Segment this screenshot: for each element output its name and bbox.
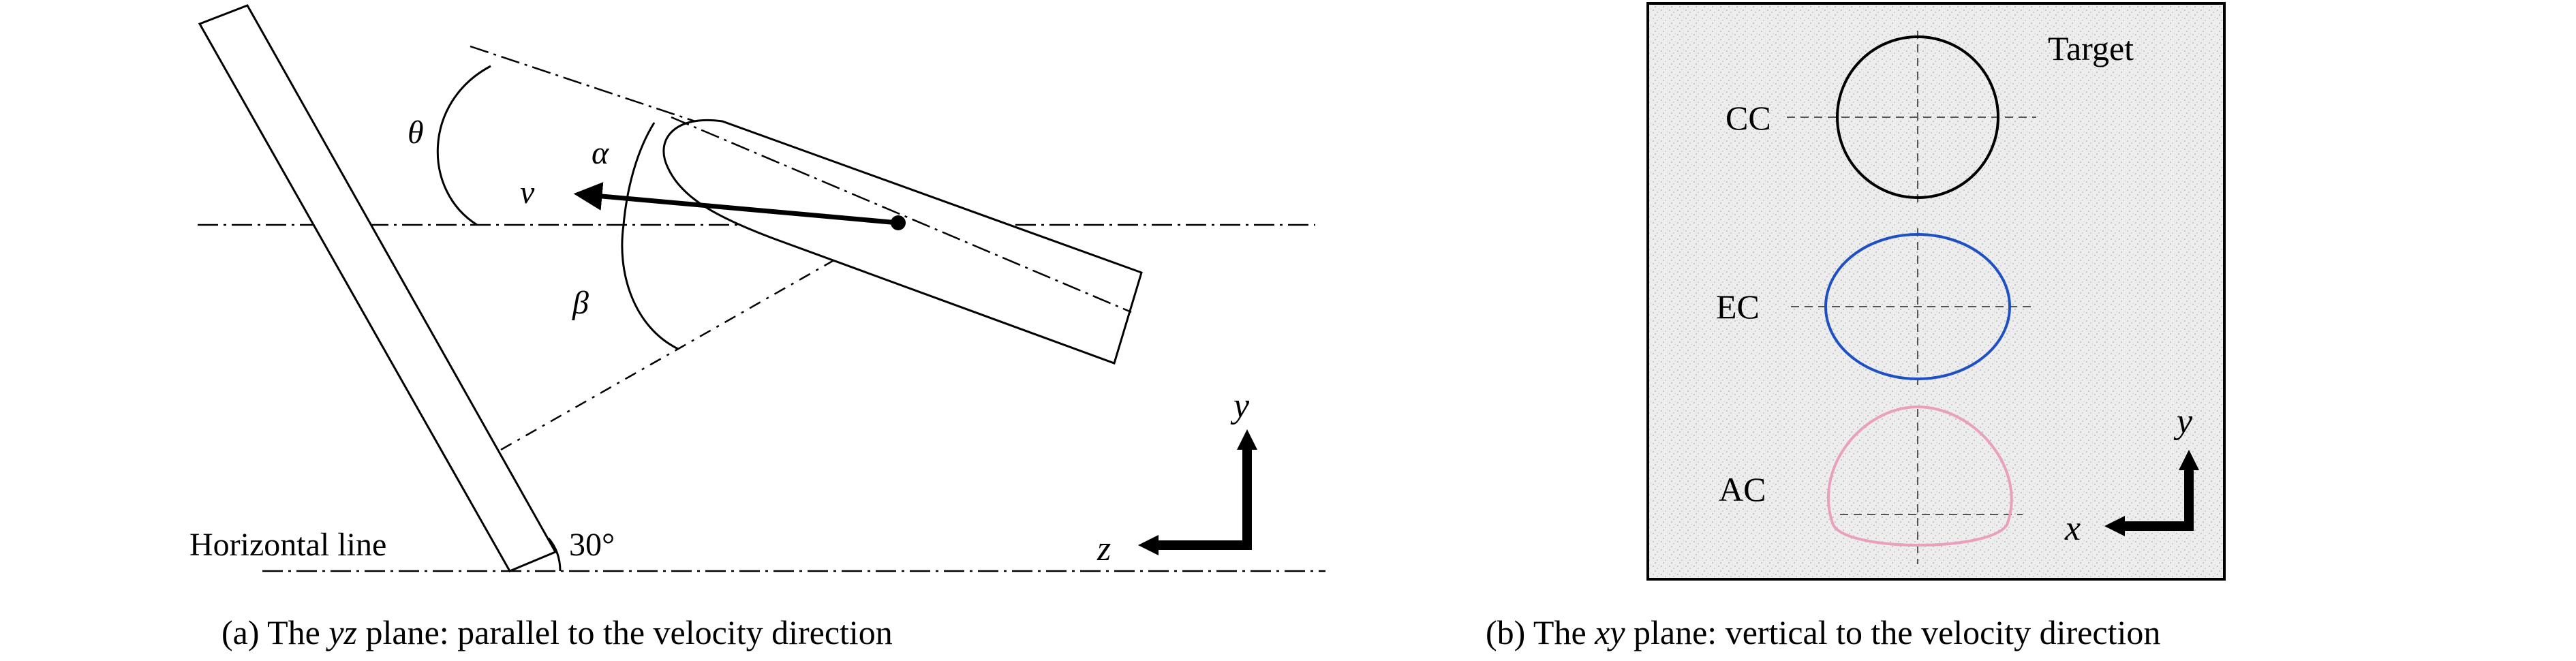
- beta-label: β: [572, 285, 589, 321]
- theta-arc: [436, 65, 491, 226]
- y-axis-arrowhead: [1237, 429, 1257, 450]
- caption-a: (a) The yz plane: parallel to the veloci…: [221, 613, 893, 651]
- z-axis-arrowhead: [1138, 535, 1159, 555]
- alpha-label: α: [592, 135, 609, 171]
- theta-label: θ: [408, 114, 424, 151]
- alpha-arc: [622, 122, 656, 226]
- target-box: [1646, 2, 2226, 581]
- yz-axes: y z: [1097, 386, 1257, 568]
- projectile-body: [662, 119, 1143, 365]
- horizontal-line-label: Horizontal line: [189, 527, 386, 563]
- angle-30-arc: [547, 538, 562, 572]
- center-point: [891, 215, 906, 230]
- beta-arc: [621, 224, 679, 350]
- caption-b: (b) The xy plane: vertical to the veloci…: [1486, 613, 2160, 651]
- x-axis-arrowhead-b: [2104, 516, 2125, 536]
- y-axis-arrowhead-b: [2179, 450, 2199, 470]
- y-axis-label: y: [1230, 386, 1250, 425]
- panel-b: Target CC EC AC y x: [1486, 2, 2226, 651]
- z-axis-label: z: [1097, 529, 1111, 568]
- ac-shape: AC: [1719, 405, 2023, 564]
- ec-ellipse: [1824, 233, 2011, 380]
- ac-label: AC: [1719, 470, 1766, 508]
- velocity-arrow: [573, 182, 899, 226]
- cc-circle: [1836, 35, 1999, 199]
- x-axis-label-b: x: [2064, 509, 2081, 548]
- velocity-label: v: [520, 174, 535, 211]
- ac-arch: [1826, 405, 2013, 547]
- ec-shape: EC: [1716, 228, 2031, 385]
- projectile-axis: [671, 116, 1132, 313]
- cc-shape: CC: [1726, 31, 2036, 204]
- target-label: Target: [2048, 29, 2134, 67]
- panel-a: θ α β v Horizontal line 30° y z (a) The …: [189, 4, 1325, 651]
- cc-label: CC: [1726, 99, 1771, 137]
- xy-axes: y x: [2064, 402, 2199, 548]
- inclined-plate: [198, 4, 557, 572]
- beta-reference-line: [500, 224, 897, 451]
- angle-30-label: 30°: [569, 527, 615, 563]
- ec-label: EC: [1716, 288, 1760, 326]
- y-axis-label-b: y: [2173, 402, 2193, 441]
